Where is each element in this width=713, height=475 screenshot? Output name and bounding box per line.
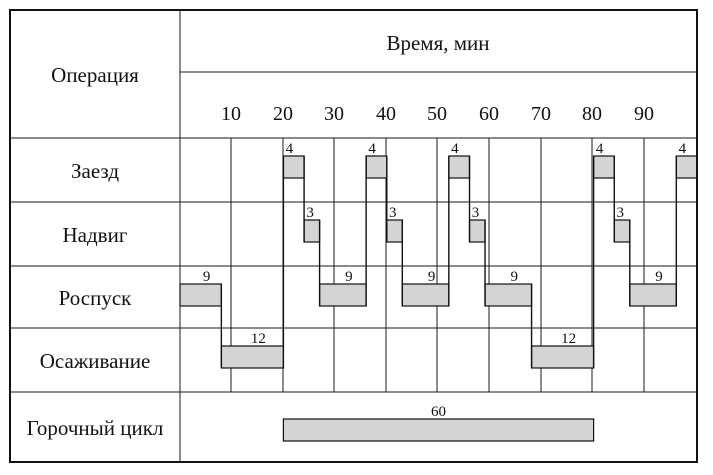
operation-header: Операция bbox=[51, 63, 139, 87]
time-tick-label: 10 bbox=[221, 103, 241, 125]
duration-label: 9 bbox=[428, 269, 436, 285]
duration-label: 9 bbox=[655, 269, 663, 285]
operation-bar bbox=[613, 219, 631, 243]
time-tick-label: 30 bbox=[324, 103, 344, 125]
operation-bar bbox=[179, 283, 222, 307]
operation-row-label: Осаживание bbox=[40, 349, 151, 373]
operation-bar bbox=[365, 155, 388, 179]
duration-label: 9 bbox=[203, 269, 211, 285]
time-tick-label: 80 bbox=[582, 103, 602, 125]
duration-label: 3 bbox=[389, 205, 397, 221]
operation-row-label: Горочный цикл bbox=[27, 416, 164, 440]
duration-label: 60 bbox=[431, 404, 446, 420]
table-border bbox=[9, 9, 698, 463]
timeline-bars bbox=[179, 155, 698, 442]
time-tick-label: 60 bbox=[479, 103, 499, 125]
duration-label: 4 bbox=[596, 141, 604, 157]
operation-bar bbox=[220, 345, 285, 369]
operation-bar bbox=[675, 155, 698, 179]
duration-label: 4 bbox=[368, 141, 376, 157]
time-tick-label: 70 bbox=[531, 103, 551, 125]
time-tick-label: 50 bbox=[427, 103, 447, 125]
operation-bar bbox=[468, 219, 486, 243]
operation-bar bbox=[386, 219, 403, 243]
duration-label: 9 bbox=[511, 269, 519, 285]
duration-label: 12 bbox=[251, 331, 266, 347]
duration-label: 4 bbox=[451, 141, 459, 157]
sequence-connectors bbox=[220, 156, 678, 368]
time-tick-label: 40 bbox=[376, 103, 396, 125]
duration-label: 3 bbox=[472, 205, 480, 221]
table-labels: Операция Время, мин 10 20 30 40 50 60 70 80 90Заез… bbox=[27, 31, 687, 440]
operation-bar bbox=[282, 418, 595, 442]
operation-row-label: Роспуск bbox=[59, 286, 133, 310]
duration-label: 3 bbox=[306, 205, 314, 221]
time-header: Время, мин bbox=[386, 31, 489, 55]
operation-bar bbox=[629, 283, 677, 307]
duration-label: 12 bbox=[561, 331, 576, 347]
operation-bar bbox=[318, 283, 367, 307]
operation-bar bbox=[303, 219, 321, 243]
operation-bar bbox=[592, 155, 615, 179]
duration-label: 3 bbox=[617, 205, 625, 221]
operation-bar bbox=[448, 155, 471, 179]
operation-bar bbox=[282, 155, 305, 179]
operation-bar bbox=[484, 283, 533, 307]
time-tick-label: 20 bbox=[273, 103, 293, 125]
operation-row-label: Заезд bbox=[71, 159, 119, 183]
time-tick-label: 90 bbox=[634, 103, 654, 125]
operation-row-label: Надвиг bbox=[63, 223, 128, 247]
duration-label: 4 bbox=[679, 141, 687, 157]
duration-label: 9 bbox=[345, 269, 353, 285]
duration-label: 4 bbox=[286, 141, 294, 157]
operation-bar bbox=[401, 283, 450, 307]
operation-bar bbox=[530, 345, 595, 369]
